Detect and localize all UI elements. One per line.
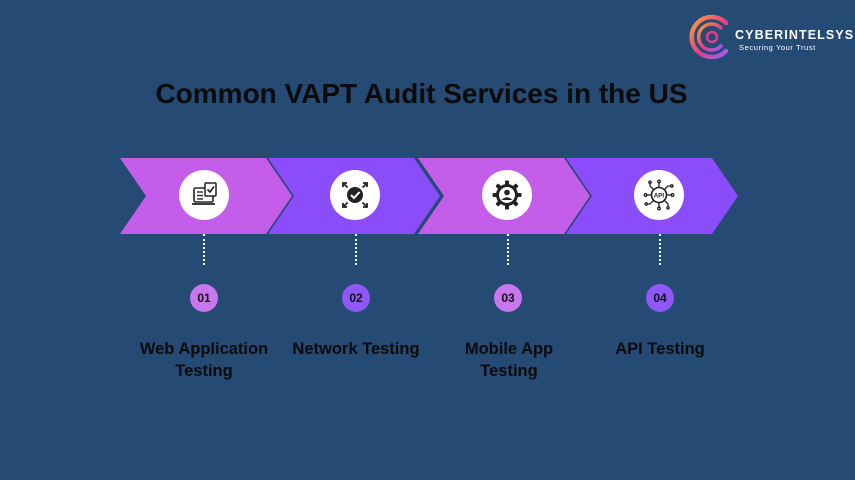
- connector-01: [203, 234, 205, 265]
- connector-04: [659, 234, 661, 265]
- step-number-badge: 03: [494, 284, 522, 312]
- step-number-badge: 01: [190, 284, 218, 312]
- brand-logo: CYBERINTELSYS Securing Your Trust: [688, 9, 853, 65]
- step-number-badge: 04: [646, 284, 674, 312]
- brand-name: CYBERINTELSYS: [735, 28, 855, 42]
- step-label-mobile-app: Mobile App Testing: [464, 340, 554, 380]
- step-label-web-application: Web Application Testing: [139, 340, 269, 380]
- brand-tagline: Securing Your Trust: [739, 43, 816, 52]
- svg-text:API: API: [654, 192, 665, 199]
- step-label-api: API Testing: [615, 340, 705, 358]
- step-label-network: Network Testing: [292, 340, 420, 358]
- step-number-badge: 02: [342, 284, 370, 312]
- web-application-checklist-icon: [179, 170, 229, 220]
- user-gear-icon: [482, 170, 532, 220]
- network-check-shield-icon: [330, 170, 380, 220]
- page-title: Common VAPT Audit Services in the US: [155, 78, 688, 109]
- connector-02: [355, 234, 357, 265]
- connector-03: [507, 234, 509, 265]
- api-chip-icon: API: [634, 170, 684, 220]
- cyberintelsys-logo-icon: [689, 14, 729, 60]
